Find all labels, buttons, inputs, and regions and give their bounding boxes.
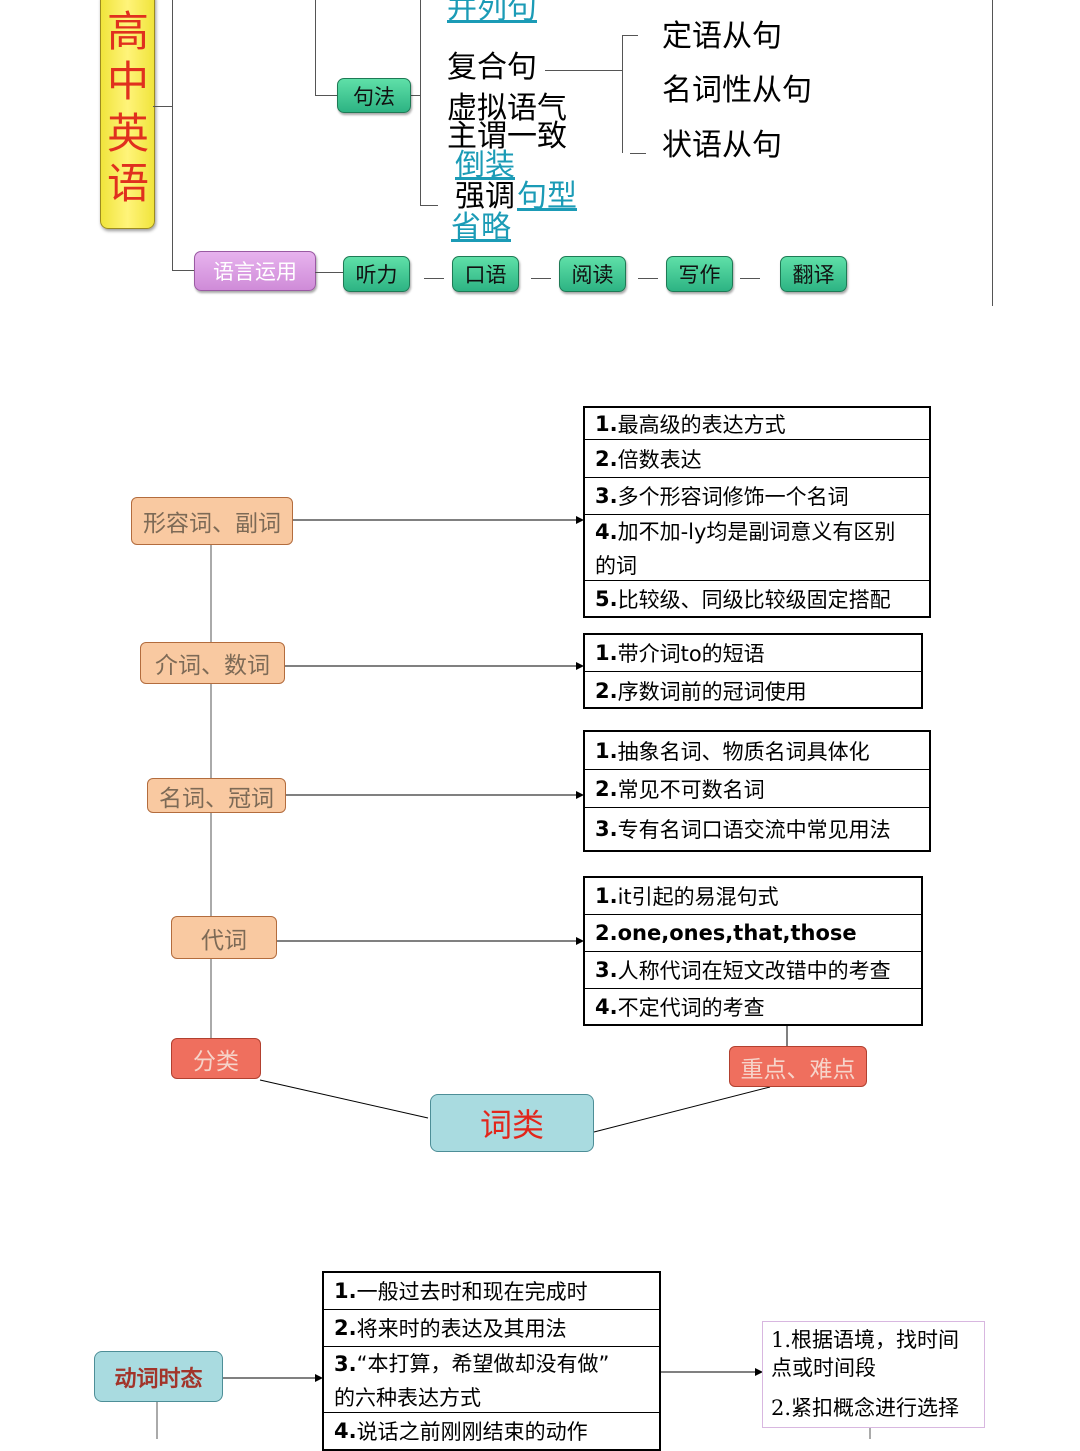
table-row: 4. 不定代词的考查 [595, 994, 765, 1020]
title-char: 英 [107, 109, 150, 158]
label-fuheju: 复合句 [447, 50, 537, 85]
connector [630, 153, 646, 154]
connector [315, 0, 316, 95]
tip-line: 1.根据语境，找时间 [771, 1328, 960, 1352]
connector [172, 270, 194, 271]
connector [153, 106, 173, 107]
table-row: 5.比较级、同级比较级固定搭配 [595, 586, 891, 612]
table-row: 3. 专有名词口语交流中常见用法 [595, 817, 891, 842]
connector [420, 0, 421, 205]
category-noun-article[interactable]: 名词、冠词 [147, 778, 286, 813]
table-adj-adv: 1.最高级的表达方式 2.倍数表达 3.多个形容词修饰一个名词 4.加不加-ly… [583, 406, 931, 618]
node-yuedu[interactable]: 阅读 [559, 256, 626, 292]
node-verb-tense[interactable]: 动词时态 [94, 1351, 223, 1402]
label-juxing[interactable]: 句型 [517, 179, 577, 214]
table-row: 2.倍数表达 [585, 440, 929, 478]
connector [545, 70, 623, 71]
connector [424, 278, 444, 279]
table-row: 2. 将来时的表达及其用法 [324, 1310, 659, 1347]
table-pronoun: 1.it引起的易混句式 2.one,ones,that,those 3.人称代词… [583, 876, 923, 1026]
tips-box: 1.根据语境，找时间 点或时间段 2.紧扣概念进行选择 [762, 1321, 985, 1428]
connector [420, 205, 438, 206]
table-row: 1.带介词to的短语 [585, 635, 921, 672]
node-yuyan[interactable]: 语言运用 [194, 251, 316, 291]
node-xiezuo[interactable]: 写作 [666, 256, 733, 292]
table-prep-num: 1.带介词to的短语 2.序数词前的冠词使用 [583, 633, 923, 709]
label-dingyu: 定语从句 [662, 19, 782, 54]
node-jufa[interactable]: 句法 [337, 78, 411, 113]
label-qiangdiao: 强调 [455, 179, 515, 214]
table-row: 1.最高级的表达方式 [585, 408, 929, 440]
node-fanyi[interactable]: 翻译 [780, 256, 847, 292]
node-fenlei[interactable]: 分类 [171, 1038, 261, 1079]
table-row: 4.加不加-ly均是副词意义有区别 的词 [585, 515, 929, 581]
connector [315, 272, 343, 273]
right-border [992, 0, 993, 306]
label-xuni: 虚拟语气 [447, 91, 567, 126]
node-zhongdian[interactable]: 重点、难点 [729, 1046, 867, 1087]
table-noun-article: 1.抽象名词、物质名词具体化 2.常见不可数名词 3. 专有名词口语交流中常见用… [583, 730, 931, 852]
table-row: 3.人称代词在短文改错中的考查 [585, 952, 921, 989]
table-row: 2.序数词前的冠词使用 [595, 678, 807, 704]
category-adj-adv[interactable]: 形容词、副词 [131, 497, 293, 545]
table-row: 4. 说话之前刚刚结束的动作 [334, 1419, 588, 1444]
table-row: 1.it引起的易混句式 [585, 878, 921, 915]
connector [172, 0, 173, 270]
label-daozhuang[interactable]: 倒装 [455, 148, 515, 183]
connector [638, 278, 658, 279]
tip-line: 点或时间段 [771, 1356, 876, 1380]
connector [531, 278, 551, 279]
tip-line: 2.紧扣概念进行选择 [771, 1396, 960, 1420]
label-mingcixing: 名词性从句 [662, 73, 812, 108]
label-shenglue[interactable]: 省略 [451, 210, 511, 245]
category-prep-num[interactable]: 介词、数词 [140, 642, 285, 684]
label-binglieju[interactable]: 并列句 [447, 0, 537, 26]
table-row: 3.多个形容词修饰一个名词 [585, 478, 929, 515]
connector [622, 35, 623, 153]
title-char: 高 [107, 7, 150, 56]
title-char: 中 [107, 57, 150, 106]
table-row: 2.one,ones,that,those [585, 915, 921, 952]
table-verb-tense: 1. 一般过去时和现在完成时 2. 将来时的表达及其用法 3.“本打算，希望做却… [322, 1271, 661, 1451]
title-vertical-box: 高 中 英 语 [100, 0, 155, 229]
node-tingli[interactable]: 听力 [343, 256, 410, 292]
connector [622, 35, 638, 36]
title-char: 语 [107, 159, 150, 208]
connector [410, 95, 420, 96]
connector [315, 95, 337, 96]
table-row: 2.常见不可数名词 [585, 770, 929, 808]
label-zhuangyu: 状语从句 [662, 128, 782, 163]
connector [740, 278, 760, 279]
table-row: 3.“本打算，希望做却没有做” 的六种表达方式 [324, 1347, 659, 1413]
center-node-cilei[interactable]: 词类 [430, 1094, 594, 1152]
table-row: 1. 一般过去时和现在完成时 [324, 1273, 659, 1310]
label-zhuwei: 主谓一致 [447, 119, 567, 154]
category-pronoun[interactable]: 代词 [171, 916, 277, 959]
table-row: 1.抽象名词、物质名词具体化 [585, 732, 929, 770]
node-kouyu[interactable]: 口语 [452, 256, 519, 292]
